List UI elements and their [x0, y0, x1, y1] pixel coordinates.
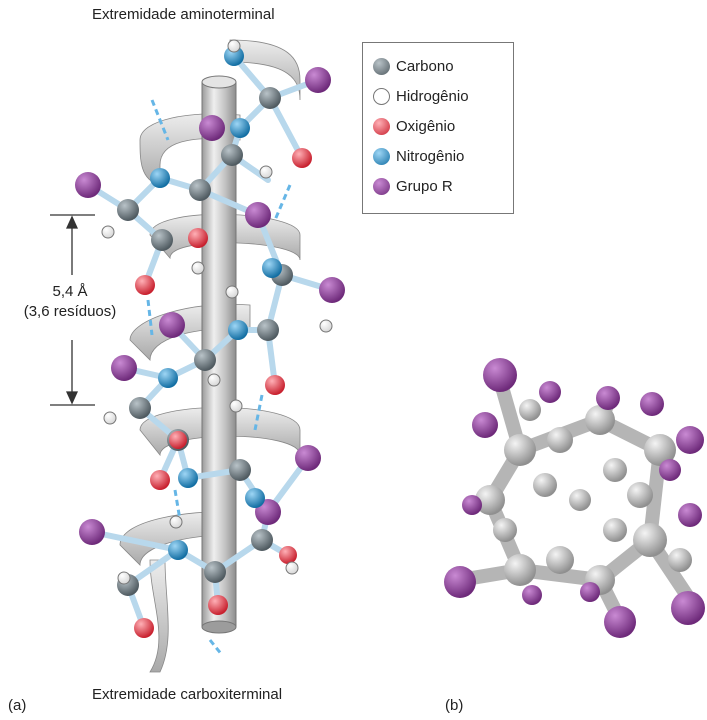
oxygen-atoms — [134, 148, 312, 638]
legend-item: Carbono — [373, 53, 454, 79]
panel-b-label: (b) — [445, 697, 464, 714]
legend-label: Nitrogênio — [396, 147, 465, 165]
atom-legend: Carbono Hidrogênio Oxigênio Nitrogênio G… — [362, 42, 514, 214]
legend-label: Grupo R — [396, 177, 453, 195]
r-group-atom-icon — [373, 177, 390, 195]
helix-end-view — [444, 358, 705, 638]
amino-terminal-label: Extremidade aminoterminal — [92, 6, 275, 23]
hydrogen-bond-dashes — [146, 99, 292, 656]
atoms — [75, 39, 345, 638]
hydrogen-atom-icon — [373, 87, 390, 105]
pitch-measure-label: 5,4 Å (3,6 resíduos) — [10, 282, 130, 322]
carboxy-terminal-label: Extremidade carboxiterminal — [92, 686, 283, 703]
legend-item: Oxigênio — [373, 113, 455, 139]
carbon-atom-icon — [373, 57, 390, 75]
oxygen-atom-icon — [373, 117, 390, 135]
legend-item: Hidrogênio — [373, 83, 469, 109]
pitch-measure-bracket — [50, 214, 95, 406]
r-group-atoms — [75, 67, 345, 545]
pitch-residues: (3,6 resíduos) — [23, 303, 117, 320]
panel-a-label: (a) — [8, 697, 27, 714]
nitrogen-atoms — [150, 46, 282, 560]
hydrogen-atoms — [101, 39, 333, 585]
pitch-distance: 5,4 Å — [52, 283, 88, 300]
legend-item: Grupo R — [373, 173, 453, 199]
legend-label: Hidrogênio — [396, 87, 469, 105]
legend-label: Oxigênio — [396, 117, 456, 135]
nitrogen-atom-icon — [373, 147, 390, 165]
legend-item: Nitrogênio — [373, 143, 464, 169]
legend-label: Carbono — [396, 57, 454, 75]
